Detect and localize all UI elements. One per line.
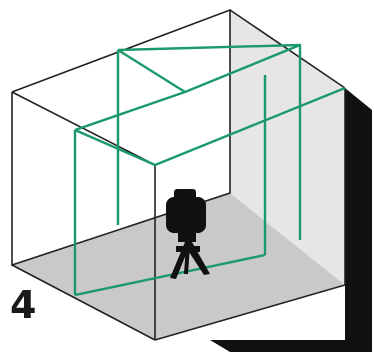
device-head <box>174 189 196 201</box>
laser-level-device <box>166 189 210 279</box>
tripod-brace <box>176 246 200 252</box>
box-shadow <box>210 88 372 352</box>
floor-front-right <box>154 284 346 341</box>
laser-horizontal-line <box>74 86 346 167</box>
step-number: 4 <box>10 283 37 327</box>
floor-front-left <box>11 264 156 341</box>
device-mount <box>178 232 196 242</box>
device-body <box>166 197 206 233</box>
right-wall <box>230 10 345 285</box>
laser-ceiling-diagonal <box>117 48 186 94</box>
laser-ceiling-cross <box>117 43 302 240</box>
laser-floor-line <box>74 253 266 297</box>
back-wall-outline <box>11 8 231 267</box>
laser-lines <box>73 43 346 297</box>
